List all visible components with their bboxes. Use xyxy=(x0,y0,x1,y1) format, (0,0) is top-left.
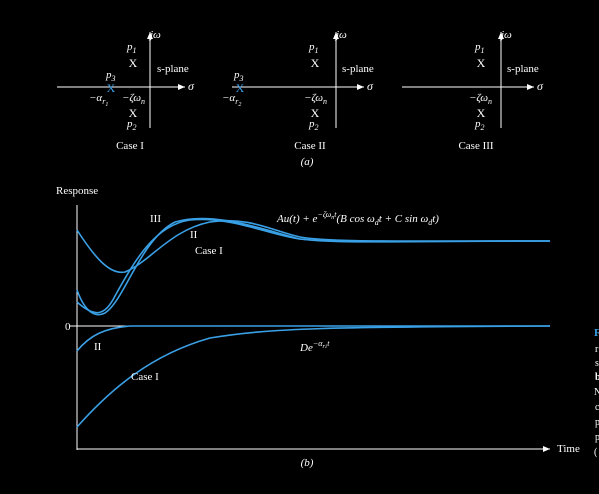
neg-alpha-label: −αr2 xyxy=(222,92,241,108)
s-plane-label: s-plane xyxy=(157,63,189,75)
p2-label: p2 xyxy=(474,118,485,132)
part-b-label: (b) xyxy=(301,457,314,469)
case-3-label: Case III xyxy=(458,140,493,152)
p2-label: p2 xyxy=(308,118,319,132)
response-curve-case-2-upper xyxy=(76,218,551,314)
pole-p2-marker: X xyxy=(129,106,138,120)
jw-label: jω xyxy=(148,29,161,41)
caption-line-8: ( xyxy=(594,447,598,458)
decay-formula: De−αr1t xyxy=(299,339,330,354)
pole-plot-case-3: jω σ s-plane p1 X X p2 −ζωn Case III xyxy=(402,29,544,152)
sigma-label: σ xyxy=(367,79,374,93)
case-2-label: Case II xyxy=(294,140,326,152)
p2-label: p2 xyxy=(126,118,137,132)
p3-label: p3 xyxy=(233,69,244,83)
caption-line-7: p xyxy=(595,432,599,443)
pole-p3-marker: X xyxy=(236,81,245,95)
pole-p1-marker: X xyxy=(477,56,486,70)
pole-p3-marker: X xyxy=(107,81,116,95)
pole-p1-marker: X xyxy=(311,56,320,70)
p1-label: p1 xyxy=(308,41,319,55)
neg-zeta-label: −ζωn xyxy=(122,92,145,106)
s-plane-label: s-plane xyxy=(507,63,539,75)
p1-label: p1 xyxy=(474,41,485,55)
caption-line-2: s xyxy=(595,358,599,369)
caption-line-3: b xyxy=(595,372,599,383)
pole-plot-case-1: jω σ s-plane p1 X X p2 p3 X −αr1 −ζωn Ca… xyxy=(57,29,195,152)
curve-label-iii: III xyxy=(150,213,161,225)
caption-title-fragment: F xyxy=(594,327,599,339)
time-axis-label: Time xyxy=(557,443,580,455)
zero-label: 0 xyxy=(65,321,71,333)
neg-alpha-label: −αr1 xyxy=(89,92,108,108)
curve-label-ii-upper: II xyxy=(190,229,198,241)
jw-label: jω xyxy=(499,29,512,41)
pole-p2-marker: X xyxy=(477,106,486,120)
response-curve-case-3-upper xyxy=(76,217,551,316)
p3-label: p3 xyxy=(105,69,116,83)
neg-zeta-label: −ζωn xyxy=(304,92,327,106)
curve-label-case-1-upper: Case I xyxy=(195,245,223,257)
pole-p2-marker: X xyxy=(311,106,320,120)
curve-label-ii-lower: II xyxy=(94,341,102,353)
response-plot: Response Time 0 III II Case I II Case I … xyxy=(56,185,580,469)
caption-line-4: N xyxy=(594,387,599,398)
caption-line-1: r xyxy=(595,344,599,355)
jw-label: jω xyxy=(334,29,347,41)
part-a-label: (a) xyxy=(301,156,314,168)
response-axis-label: Response xyxy=(56,185,98,197)
pole-p1-marker: X xyxy=(129,56,138,70)
neg-zeta-label: −ζωn xyxy=(469,92,492,106)
pole-plot-case-2: jω σ s-plane p1 X X p2 p3 X −αr2 −ζωn Ca… xyxy=(222,29,374,152)
caption-line-5: c xyxy=(595,402,599,413)
side-caption: F r s b N c p p ( xyxy=(594,327,599,458)
sigma-label: σ xyxy=(188,79,195,93)
curve-label-case-1-lower: Case I xyxy=(131,371,159,383)
decay-curve-case-2 xyxy=(76,325,550,352)
sigma-label: σ xyxy=(537,79,544,93)
s-plane-label: s-plane xyxy=(342,63,374,75)
case-1-label: Case I xyxy=(116,140,144,152)
p1-label: p1 xyxy=(126,41,137,55)
caption-line-6: p xyxy=(595,417,599,428)
decay-curve-case-1 xyxy=(76,325,551,428)
upper-response-formula: Au(t) + e−ζωnt(B cos ωdt + C sin ωdt) xyxy=(276,210,439,227)
